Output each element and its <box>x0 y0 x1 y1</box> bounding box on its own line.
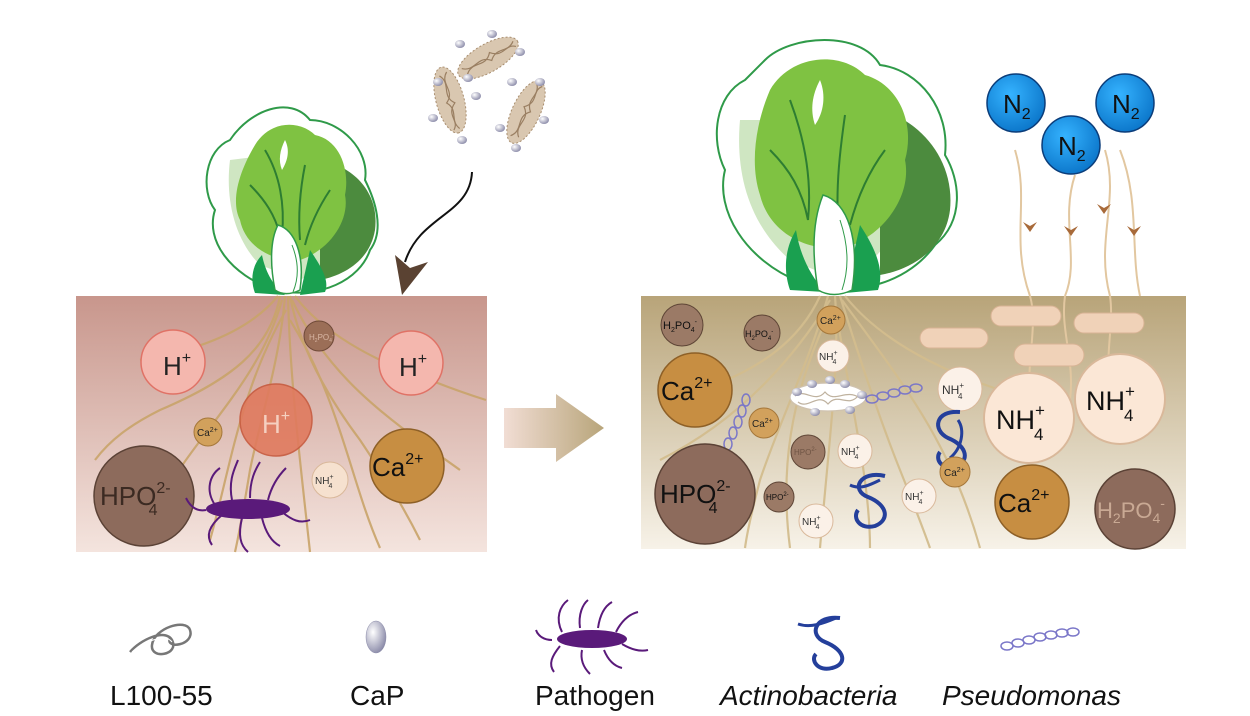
h2po4-small-left: H2PO4- <box>303 320 335 352</box>
legend-label-pathogen: Pathogen <box>535 680 655 711</box>
left-panel: H+ H+ H+ H2PO4- Ca2+ Ca2+ NH+4 <box>76 30 549 553</box>
svg-text:N2: N2 <box>1112 89 1140 123</box>
svg-text:HPO2-: HPO2- <box>794 447 817 457</box>
hpo4-large-right: HPO2-4 <box>654 443 756 545</box>
nh4-small-right-2: NH+4 <box>837 433 873 469</box>
right-panel: N2 N2 N2 <box>641 39 1186 550</box>
svg-text:NH+4: NH+4 <box>841 445 860 461</box>
n2-molecule-1: N2 <box>986 73 1046 133</box>
actinobacteria-2 <box>849 472 887 529</box>
pathogen-legend-icon <box>535 599 649 675</box>
nh4-small-right-1: NH+4 <box>816 339 850 373</box>
svg-text:Ca2+: Ca2+ <box>820 315 841 327</box>
svg-text:NH+4: NH+4 <box>315 474 334 490</box>
hpo4-small-right-2: HPO2- <box>763 481 795 513</box>
svg-text:Ca2+: Ca2+ <box>661 375 713 406</box>
svg-text:N2: N2 <box>1003 89 1031 123</box>
svg-text:Ca2+: Ca2+ <box>197 427 218 439</box>
n2-molecule-3: N2 <box>1041 115 1101 175</box>
svg-text:H2PO4-: H2PO4- <box>309 333 334 344</box>
legend-label-l100-55: L100-55 <box>110 680 213 711</box>
svg-text:H+: H+ <box>399 351 427 382</box>
svg-text:H+: H+ <box>163 350 191 381</box>
legend-label-cap: CaP <box>350 680 405 711</box>
transition-arrow <box>504 394 604 462</box>
svg-text:NH+4: NH+4 <box>942 381 964 401</box>
svg-text:Ca2+: Ca2+ <box>944 467 965 479</box>
n2-molecule-2: N2 <box>1095 73 1155 133</box>
svg-text:Ca2+: Ca2+ <box>372 451 424 482</box>
h-ion-1: H+ <box>140 329 206 395</box>
svg-text:NH+4: NH+4 <box>802 515 821 531</box>
ca-ion-small-right-1: Ca2+ <box>816 305 846 335</box>
svg-text:H+: H+ <box>262 408 290 439</box>
nh4-small-left: NH+4 <box>311 461 349 499</box>
ca-ion-small-right-3: Ca2+ <box>939 456 971 488</box>
capsule-cluster <box>428 30 549 152</box>
nh4-large-right-1: NH+4 <box>983 372 1075 464</box>
pseudomonas-chain-1 <box>865 383 923 404</box>
actinobacteria-1 <box>936 409 967 469</box>
svg-text:HPO2-4: HPO2-4 <box>100 480 171 519</box>
ca-ion-small-right-2: Ca2+ <box>748 407 780 439</box>
pseudomonas-cells-surface <box>919 305 1145 367</box>
h-ion-3: H+ <box>239 383 313 457</box>
ca-ion-small-left: Ca2+ <box>193 417 223 447</box>
capsule-on-root <box>789 376 867 416</box>
legend <box>129 599 1080 675</box>
legend-label-pseudomonas: Pseudomonas <box>942 680 1122 711</box>
nh4-large-right-2: NH+4 <box>1074 353 1166 445</box>
svg-text:NH+4: NH+4 <box>1086 382 1135 425</box>
cap-legend-icon <box>365 620 387 654</box>
h2po4-large-right: H2PO4- <box>1094 468 1176 550</box>
svg-text:Ca2+: Ca2+ <box>998 487 1050 518</box>
nh4-small-right-4: NH+4 <box>798 503 834 539</box>
h2po4-small-right-2: H2PO4- <box>743 314 781 352</box>
hpo4-small-right-1: HPO2- <box>790 434 826 470</box>
hyphae-tips <box>1023 204 1141 236</box>
svg-text:Ca2+: Ca2+ <box>752 418 773 430</box>
svg-text:H2PO4-: H2PO4- <box>745 329 773 342</box>
l100-55-legend-icon <box>129 623 192 656</box>
svg-text:N2: N2 <box>1058 131 1086 165</box>
pseudomonas-legend-icon <box>1000 627 1080 651</box>
legend-label-actinobacteria: Actinobacteria <box>720 680 898 711</box>
svg-text:HPO2-: HPO2- <box>766 492 789 502</box>
svg-text:HPO2-4: HPO2-4 <box>660 478 731 517</box>
pathogen-in-soil <box>185 459 311 553</box>
ca-ion-large-right-2: Ca2+ <box>994 464 1070 540</box>
svg-text:H2PO4-: H2PO4- <box>1097 495 1165 526</box>
h-ion-2: H+ <box>378 330 444 396</box>
svg-text:NH+4: NH+4 <box>819 350 838 366</box>
svg-text:H2PO4-: H2PO4- <box>663 319 698 334</box>
svg-text:NH+4: NH+4 <box>996 401 1045 444</box>
hpo4-large-left: HPO2-4 <box>93 445 195 547</box>
plant-left <box>205 106 379 295</box>
actinobacteria-legend-icon <box>797 615 845 671</box>
application-arrow <box>395 171 473 295</box>
plant-right <box>715 39 958 296</box>
h2po4-small-right-1: H2PO4- <box>660 303 704 347</box>
nh4-small-right-3: NH+4 <box>937 366 983 412</box>
svg-text:NH+4: NH+4 <box>905 490 924 506</box>
ca-ion-large-right-1: Ca2+ <box>657 352 733 428</box>
nh4-small-right-5: NH+4 <box>901 478 937 514</box>
ca-ion-large-left: Ca2+ <box>369 428 445 504</box>
